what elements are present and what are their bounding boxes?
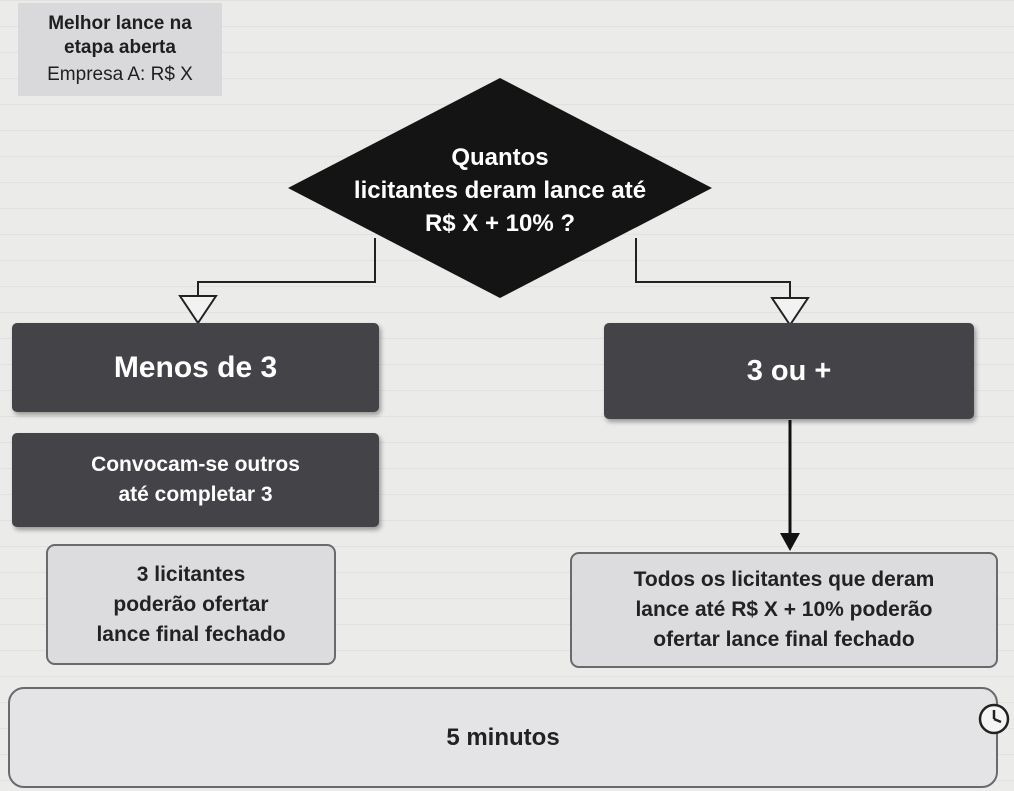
right-down-arrowhead xyxy=(780,533,800,551)
right-arrowhead xyxy=(770,297,810,327)
clock-icon xyxy=(978,703,1010,735)
left-connector xyxy=(197,238,376,298)
right-connector xyxy=(635,238,791,300)
decision-diamond xyxy=(288,78,712,298)
best-bid-title: Melhor lance na etapa aberta xyxy=(48,12,192,58)
best-bid-label: Melhor lance na etapa aberta Empresa A: … xyxy=(18,3,222,96)
left-branch-step: Convocam-se outros até completar 3 xyxy=(12,433,379,527)
best-bid-value: Empresa A: R$ X xyxy=(47,63,193,85)
left-branch-result: 3 licitantes poderão ofertar lance final… xyxy=(46,544,336,665)
right-branch-result: Todos os licitantes que deram lance até … xyxy=(570,552,998,668)
right-branch-header: 3 ou + xyxy=(604,323,974,419)
timer-bar: 5 minutos xyxy=(8,687,998,788)
left-arrowhead xyxy=(178,295,218,325)
left-branch-header: Menos de 3 xyxy=(12,323,379,412)
